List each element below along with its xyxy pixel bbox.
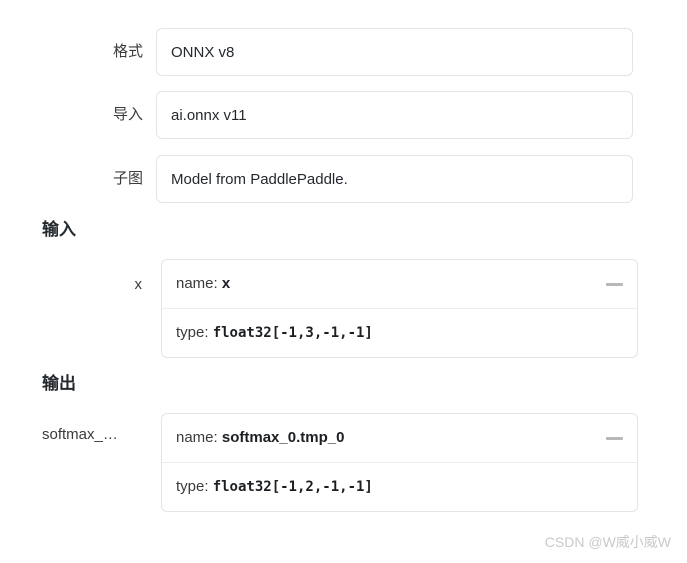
input-card-x: name: x type: float32[-1,3,-1,-1] xyxy=(161,259,638,358)
input-type-key-x: type: xyxy=(176,324,209,341)
property-value-import: ai.onnx v11 xyxy=(156,91,633,139)
section-title-outputs: 输出 xyxy=(42,374,76,393)
input-name-row-x[interactable]: name: x xyxy=(162,260,637,308)
input-type-text-x: type: float32[-1,3,-1,-1] xyxy=(176,321,373,345)
property-value-subgraph: Model from PaddlePaddle. xyxy=(156,155,633,203)
output-name-text-softmax: name: softmax_0.tmp_0 xyxy=(176,426,344,450)
output-name-row-softmax[interactable]: name: softmax_0.tmp_0 xyxy=(162,414,637,462)
input-arg-label-x: x xyxy=(134,276,143,293)
property-row-import: 导入 ai.onnx v11 xyxy=(42,91,633,139)
input-type-row-x: type: float32[-1,3,-1,-1] xyxy=(162,308,637,357)
watermark: CSDN @W威小威W xyxy=(544,534,671,550)
output-arg-label-softmax: softmax_… xyxy=(42,426,118,443)
input-name-value-x: x xyxy=(221,275,231,292)
minus-icon[interactable] xyxy=(606,282,623,286)
output-type-text-softmax: type: float32[-1,2,-1,-1] xyxy=(176,475,373,499)
output-card-softmax: name: softmax_0.tmp_0 type: float32[-1,2… xyxy=(161,413,638,512)
property-row-subgraph: 子图 Model from PaddlePaddle. xyxy=(42,155,633,203)
minus-icon[interactable] xyxy=(606,436,623,440)
property-row-format: 格式 ONNX v8 xyxy=(42,28,633,76)
output-type-value-softmax: float32[-1,2,-1,-1] xyxy=(212,479,373,495)
property-label-subgraph: 子图 xyxy=(112,170,143,187)
output-name-key-softmax: name: xyxy=(176,429,218,446)
output-type-row-softmax: type: float32[-1,2,-1,-1] xyxy=(162,462,637,511)
section-title-inputs: 输入 xyxy=(42,220,76,239)
input-name-text-x: name: x xyxy=(176,272,230,296)
output-type-key-softmax: type: xyxy=(176,478,209,495)
output-name-value-softmax: softmax_0.tmp_0 xyxy=(221,429,345,446)
property-value-format: ONNX v8 xyxy=(156,28,633,76)
property-label-import: 导入 xyxy=(112,106,143,123)
property-label-format: 格式 xyxy=(112,43,143,60)
input-name-key-x: name: xyxy=(176,275,218,292)
input-type-value-x: float32[-1,3,-1,-1] xyxy=(212,325,373,341)
